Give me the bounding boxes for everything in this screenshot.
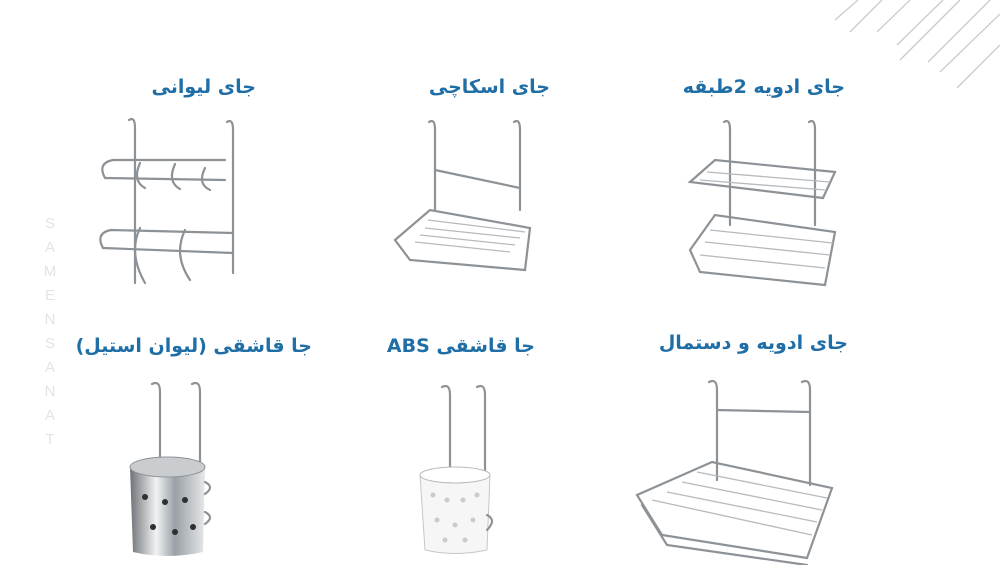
spice-towel-rack-image	[635, 379, 834, 565]
cutlery-holder-abs-image	[419, 384, 494, 554]
product-title-spice-towel-rack: جای ادویه و دستمال	[658, 332, 848, 354]
scouring-pad-rack-image	[393, 119, 532, 272]
two-tier-spice-rack-image	[687, 119, 837, 287]
product-title-cutlery-holder-abs: جا قاشقی ABS	[386, 335, 535, 357]
cutlery-holder-steel-image	[129, 381, 212, 556]
product-title-cutlery-holder-steel: جا قاشقی (لیوان استیل)	[75, 335, 312, 357]
product-title-scouring-pad-rack: جای اسکاچی	[428, 76, 550, 98]
product-title-cup-rack: جای لیوانی	[151, 76, 256, 98]
decorative-diagonal-lines	[834, 0, 1000, 89]
product-title-two-tier-spice-rack: جای ادویه 2طبقه	[682, 76, 845, 98]
cup-rack-image	[99, 117, 235, 285]
watermark-text: SAMENSANAT	[38, 215, 59, 463]
watermark-label: SAMENSANAT	[41, 215, 59, 455]
